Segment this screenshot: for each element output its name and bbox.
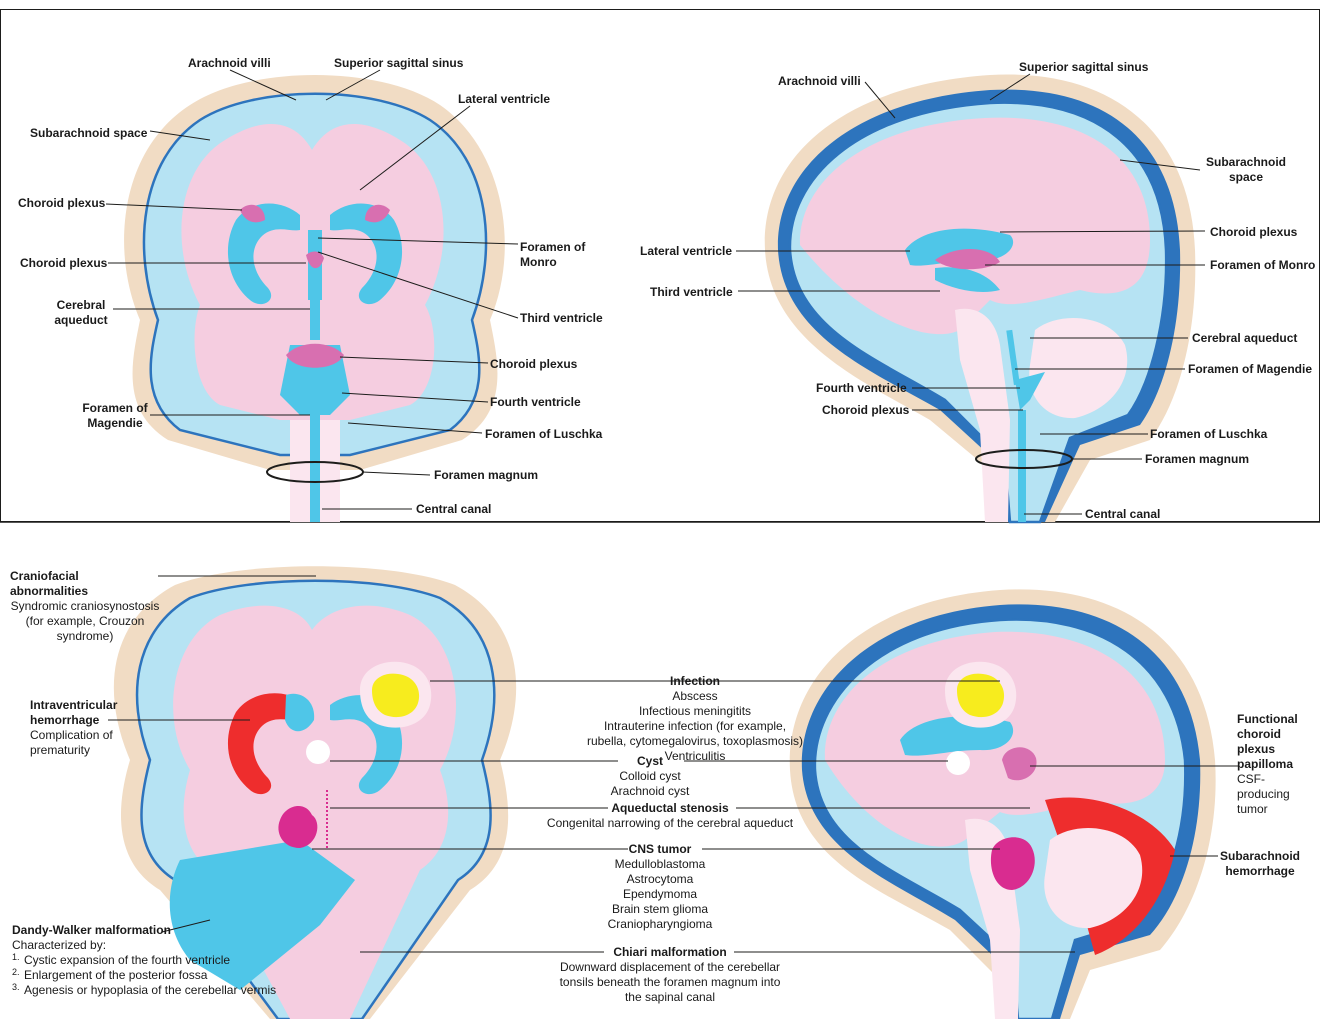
label-choroid-plexus-tl-3: Choroid plexus xyxy=(490,357,577,372)
cns-tumor-title: CNS tumor xyxy=(560,842,760,857)
infection-item: rubella, cytomegalovirus, toxoplasmosis) xyxy=(530,734,860,749)
cns-tumor-item: Brain stem glioma xyxy=(560,902,760,917)
label-foramen-of-monro-tr: Foramen of Monro xyxy=(1210,258,1315,273)
chiari-title: Chiari malformation xyxy=(550,945,790,960)
label-choroid-plexus-tr: Choroid plexus xyxy=(1210,225,1297,240)
coronal-brain-normal xyxy=(124,75,505,522)
dandy-walker-intro: Characterized by: xyxy=(12,938,284,953)
choroid-papilloma-desc: CSF-producing tumor xyxy=(1237,772,1309,817)
label-superior-sagittal-sinus-tr: Superior sagittal sinus xyxy=(1019,60,1148,75)
label-foramen-of-luschka-tr: Foramen of Luschka xyxy=(1150,427,1267,442)
label-central-canal-tl: Central canal xyxy=(416,502,491,517)
colloid-cyst xyxy=(306,740,330,764)
label-subarachnoid-space-tl: Subarachnoid space xyxy=(30,126,147,141)
dandy-walker-item: 2.Enlargement of the posterior fossa xyxy=(12,968,284,983)
central-canal-sagittal xyxy=(1018,410,1026,522)
dandy-walker-item: 1.Cystic expansion of the fourth ventric… xyxy=(12,953,284,968)
aqueductal-stenosis-desc: Congenital narrowing of the cerebral aqu… xyxy=(520,816,820,831)
label-fourth-ventricle-tl: Fourth ventricle xyxy=(490,395,581,410)
craniofacial-title: Craniofacial abnormalities xyxy=(10,569,160,599)
cyst-title: Cyst xyxy=(560,754,740,769)
label-superior-sagittal-sinus-tl: Superior sagittal sinus xyxy=(334,56,463,71)
infection-title: Infection xyxy=(530,674,860,689)
label-choroid-plexus-tl-1: Choroid plexus xyxy=(18,196,105,211)
label-third-ventricle-tr: Third ventricle xyxy=(650,285,733,300)
label-arachnoid-villi-tr: Arachnoid villi xyxy=(778,74,861,89)
cns-tumor-item: Astrocytoma xyxy=(560,872,760,887)
aqueductal-stenosis-block: Aqueductal stenosis Congenital narrowing… xyxy=(520,801,820,831)
sagittal-brain-pathology xyxy=(790,589,1216,1019)
aqueductal-stenosis-title: Aqueductal stenosis xyxy=(520,801,820,816)
abscess-core xyxy=(372,674,419,717)
label-fourth-ventricle-tr: Fourth ventricle xyxy=(816,381,907,396)
ivh-title: Intraventricular hemorrhage xyxy=(30,698,118,728)
chiari-block: Chiari malformation Downward displacemen… xyxy=(550,945,790,1005)
sagittal-brain-normal xyxy=(765,74,1196,522)
cns-tumor-item: Ependymoma xyxy=(560,887,760,902)
label-foramen-magnum-tr: Foramen magnum xyxy=(1145,452,1249,467)
abscess-core-sagittal xyxy=(957,674,1004,717)
label-cerebral-aqueduct-tr: Cerebral aqueduct xyxy=(1192,331,1297,346)
chiari-desc: Downward displacement of the cerebellar … xyxy=(550,960,790,1005)
label-third-ventricle-tl: Third ventricle xyxy=(520,311,603,326)
label-choroid-plexus-tl-2: Choroid plexus xyxy=(20,256,107,271)
craniofacial-block: Craniofacial abnormalities Syndromic cra… xyxy=(10,569,160,644)
cns-tumor-block: CNS tumor Medulloblastoma Astrocytoma Ep… xyxy=(560,842,760,932)
sah-title: Subarachnoid hemorrhage xyxy=(1214,849,1306,879)
choroid-papilloma-title: Functional choroid plexus papilloma xyxy=(1237,712,1309,772)
label-foramen-magnum-tl: Foramen magnum xyxy=(434,468,538,483)
label-cerebral-aqueduct-tl: Cerebral aqueduct xyxy=(50,298,112,328)
cyst-block: Cyst Colloid cyst Arachnoid cyst xyxy=(560,754,740,799)
colloid-cyst-sagittal xyxy=(946,751,970,775)
label-arachnoid-villi-tl: Arachnoid villi xyxy=(188,56,271,71)
label-lateral-ventricle-tr: Lateral ventricle xyxy=(640,244,732,259)
label-foramen-of-magendie-tl: Foramen of Magendie xyxy=(80,401,150,431)
label-choroid-plexus-tr-2: Choroid plexus xyxy=(822,403,909,418)
aqueduct-coronal xyxy=(310,300,320,340)
label-foramen-of-monro-tl: Foramen of Monro xyxy=(520,240,590,270)
central-canal-coronal xyxy=(310,415,320,522)
infection-item: Infectious meningitits xyxy=(530,704,860,719)
cns-tumor-item: Craniopharyngioma xyxy=(560,917,760,932)
label-foramen-of-magendie-tr: Foramen of Magendie xyxy=(1188,362,1312,377)
dandy-walker-title: Dandy-Walker malformation xyxy=(12,923,284,938)
infection-item: Intrauterine infection (for example, xyxy=(530,719,860,734)
craniofacial-desc: Syndromic craniosynostosis (for example,… xyxy=(10,599,160,644)
label-subarachnoid-space-tr: Subarachnoid space xyxy=(1196,155,1296,185)
ivh-block: Intraventricular hemorrhage Complication… xyxy=(30,698,118,758)
dandy-walker-item: 3.Agenesis or hypoplasia of the cerebell… xyxy=(12,983,284,998)
dandy-walker-block: Dandy-Walker malformation Characterized … xyxy=(12,923,284,998)
ivh-desc: Complication of prematurity xyxy=(30,728,118,758)
cyst-item: Arachnoid cyst xyxy=(560,784,740,799)
cns-tumor-item: Medulloblastoma xyxy=(560,857,760,872)
sah-block: Subarachnoid hemorrhage xyxy=(1214,849,1306,879)
label-central-canal-tr: Central canal xyxy=(1085,507,1160,522)
label-lateral-ventricle-tl: Lateral ventricle xyxy=(458,92,550,107)
infection-item: Abscess xyxy=(530,689,860,704)
cyst-item: Colloid cyst xyxy=(560,769,740,784)
choroid-papilloma-block: Functional choroid plexus papilloma CSF-… xyxy=(1237,712,1309,817)
label-foramen-of-luschka-tl: Foramen of Luschka xyxy=(485,427,602,442)
infection-block: Infection Abscess Infectious meningitits… xyxy=(530,674,860,764)
